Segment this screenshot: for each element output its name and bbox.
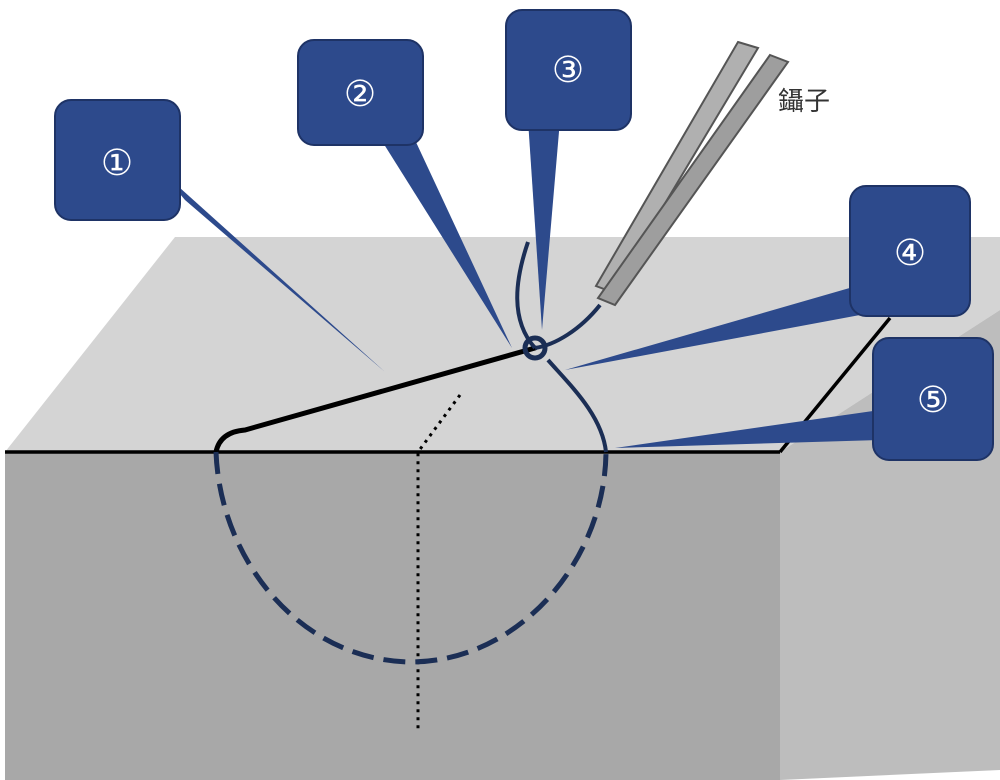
tissue-block [5, 237, 1000, 780]
callout-2-label: ② [344, 74, 376, 115]
callout-2-pointer [375, 130, 512, 348]
callout-1: ① [54, 99, 385, 372]
callout-5: ⑤ [615, 337, 994, 461]
callout-3-label: ③ [552, 50, 584, 91]
callout-2-box [297, 39, 424, 146]
suture-tail-to-forceps [534, 303, 602, 350]
callout-5-box [872, 337, 994, 461]
callout-2: ② [297, 39, 512, 348]
callout-1-box [54, 99, 181, 221]
callout-4: ④ [565, 185, 971, 370]
forceps-blade-front [596, 53, 790, 307]
suture-black-surface [213, 345, 538, 455]
callout-4-box [849, 185, 971, 317]
suture-blue-surface [546, 358, 608, 453]
suture-buried-arc [213, 451, 609, 665]
block-front-face [5, 452, 780, 780]
wound-axis-dotted-line [416, 394, 462, 730]
callout-4-label: ④ [894, 233, 926, 274]
callout-5-pointer [615, 410, 880, 448]
callout-5-label: ⑤ [917, 380, 949, 421]
callout-4-pointer [565, 285, 860, 370]
forceps-label: 鑷子 [778, 87, 830, 117]
callout-3-box [505, 9, 632, 131]
callout-1-pointer [160, 170, 385, 372]
forceps [594, 40, 790, 307]
callout-1-label: ① [101, 143, 133, 184]
suture-tail-up [515, 241, 537, 350]
callout-3-pointer [528, 120, 560, 330]
suture-knot [522, 335, 548, 361]
callout-3: ③ [505, 9, 632, 330]
block-top-face [5, 237, 1000, 452]
